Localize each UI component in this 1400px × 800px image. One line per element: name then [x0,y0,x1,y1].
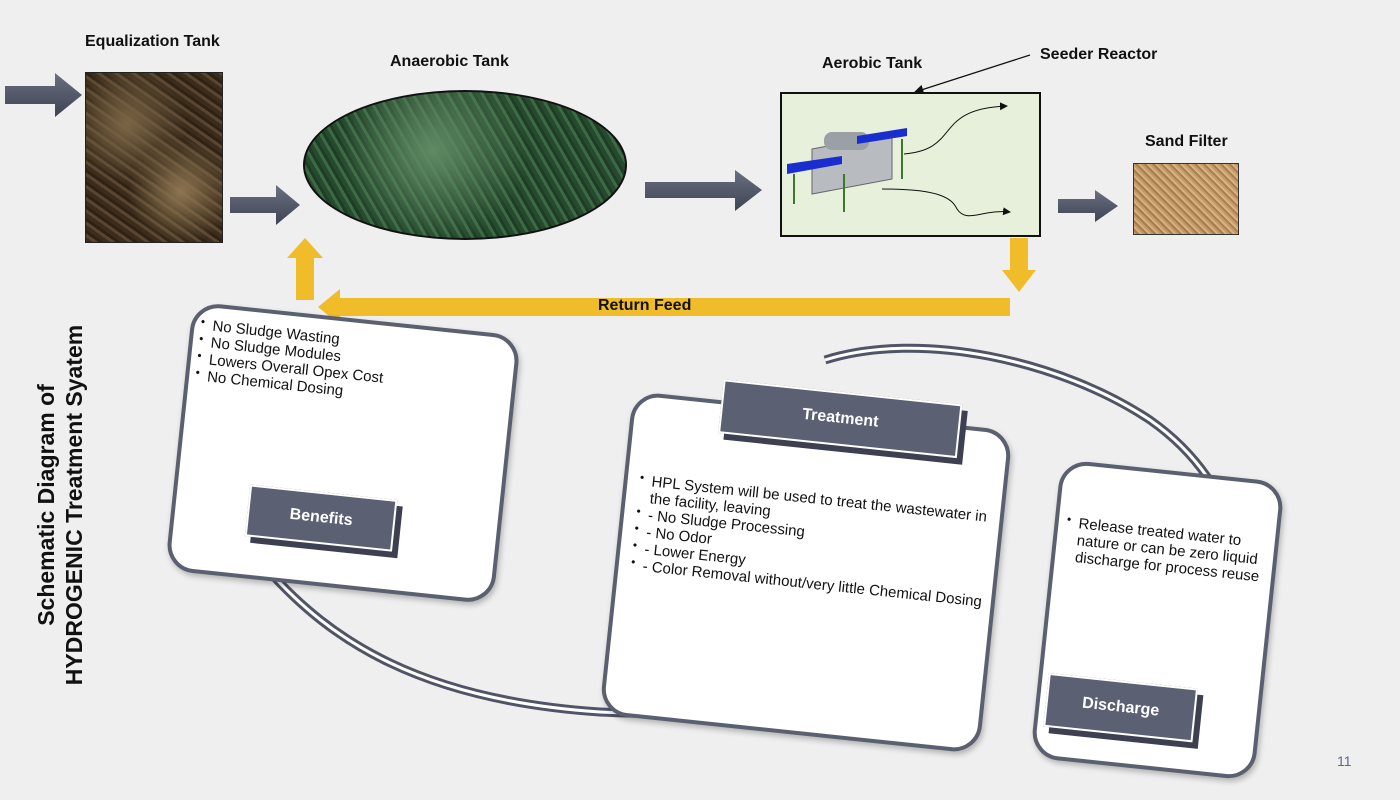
sand-filter-label: Sand Filter [1145,133,1228,150]
aerobic-tank-label: Aerobic Tank [822,55,923,72]
eq-to-anaerobic-arrow [230,185,300,225]
anaerobic-tank-label: Anaerobic Tank [390,53,509,70]
seeder-pointer-arrow [913,54,1031,94]
benefits-card: No Sludge Wasting No Sludge Modules Lowe… [164,301,522,605]
anaerobic-tank-image [303,90,627,240]
return-feed-arrow [287,238,1036,325]
equalization-tank-image [85,72,223,243]
input-arrow [5,73,82,117]
aerobic-tank-image [780,92,1041,237]
slide-title: Schematic Diagram of HYDROGENIC Treatmen… [32,325,88,685]
seeder-reactor-icon [787,102,1011,217]
seeder-reactor-label: Seeder Reactor [1040,46,1158,63]
title-line-2: HYDROGENIC Treatment Syatem [61,324,87,686]
page-number: 11 [1337,753,1352,769]
equalization-tank-label: Equalization Tank [85,33,220,50]
discharge-label: Discharge [1043,672,1199,743]
treatment-card: Treatment HPL System will be used to tre… [599,379,1013,755]
anaerobic-to-aerobic-arrow [645,170,762,211]
title-line-1: Schematic Diagram of [33,384,59,626]
discharge-item: Release treated water to nature or can b… [1062,514,1266,586]
benefits-label: Benefits [244,484,398,552]
discharge-card: Release treated water to nature or can b… [1029,459,1286,781]
sand-filter-image [1133,163,1239,235]
aerobic-to-sand-arrow [1058,190,1118,222]
return-feed-label: Return Feed [598,297,692,314]
